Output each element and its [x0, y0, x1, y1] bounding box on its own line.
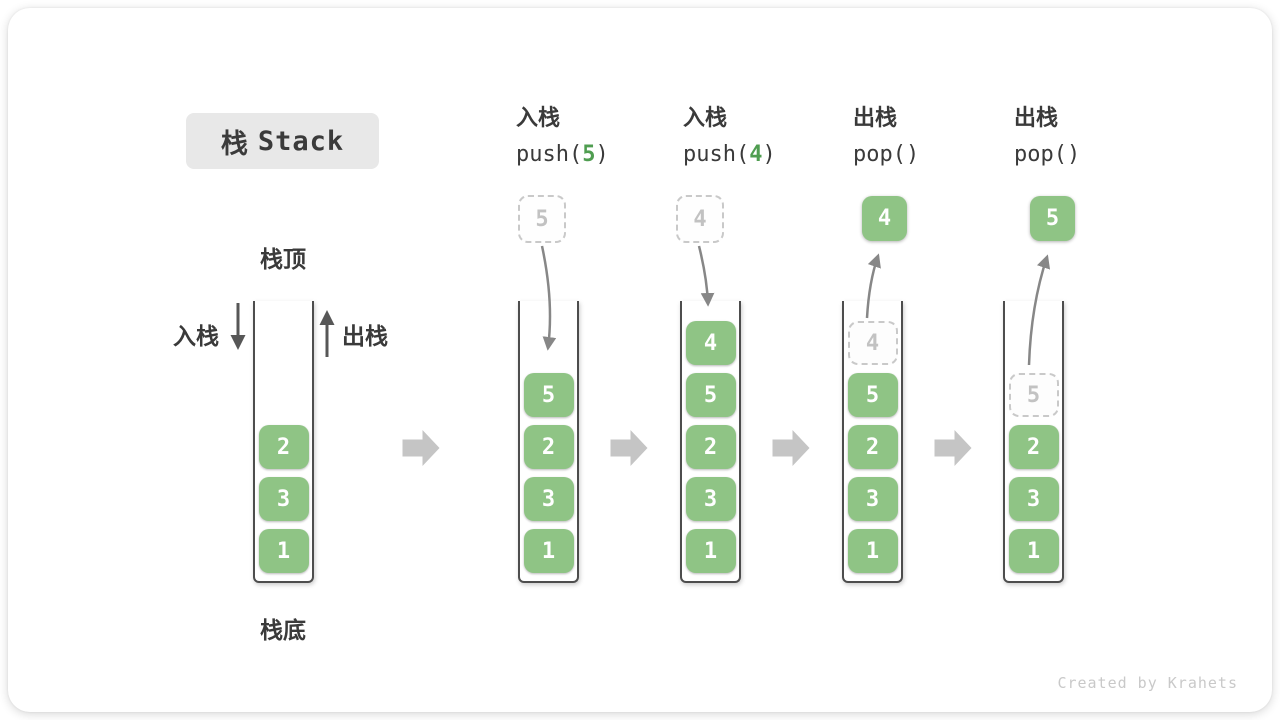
code-label: pop() [1014, 142, 1080, 168]
stack-cell: 2 [1008, 425, 1059, 469]
stack-state-initial: 2 3 1 [253, 301, 314, 583]
push-side-label: 入栈 [173, 323, 219, 349]
code-post: ) [762, 142, 776, 167]
stack-top-label: 栈顶 [260, 246, 306, 272]
column-header-pop-2: 出栈 pop() [1014, 105, 1080, 168]
stack-cell: 1 [258, 529, 309, 573]
stack-cell: 1 [1008, 529, 1059, 573]
stack-state-after-push-5: 5 2 3 1 [518, 301, 579, 583]
title-en: Stack [257, 125, 345, 157]
stack-state-pop-4: 4 5 2 3 1 [842, 301, 903, 583]
action-label: 出栈 [1014, 105, 1059, 130]
popped-value-box: 4 [862, 196, 907, 241]
stack-cell: 4 [685, 321, 736, 365]
action-label: 出栈 [853, 105, 898, 130]
pushed-value-ghost-box: 5 [518, 195, 566, 243]
stack-cell: 2 [847, 425, 898, 469]
code-post: ) [595, 142, 609, 167]
code-arg: 4 [749, 142, 763, 167]
column-header-push-4: 入栈 push(4) [683, 105, 776, 168]
watermark: Created by Krahets [1057, 674, 1238, 692]
code-pre: push( [683, 142, 750, 167]
column-header-push-5: 入栈 push(5) [516, 105, 609, 168]
stack-cell: 2 [523, 425, 574, 469]
title-zh: 栈 [220, 128, 248, 159]
code-pre: pop( [1014, 142, 1067, 167]
stack-cell: 3 [847, 477, 898, 521]
stack-cell: 2 [685, 425, 736, 469]
stack-cell: 1 [685, 529, 736, 573]
column-header-pop-1: 出栈 pop() [853, 105, 919, 168]
action-label: 入栈 [516, 105, 561, 130]
action-label: 入栈 [683, 105, 728, 130]
stack-cell: 2 [258, 425, 309, 469]
code-post: ) [1066, 142, 1081, 167]
code-pre: push( [516, 142, 583, 167]
code-label: push(4) [683, 142, 776, 168]
stack-state-after-push-4: 4 5 2 3 1 [680, 301, 741, 583]
stack-cell: 1 [847, 529, 898, 573]
stack-cell-ghost: 4 [847, 321, 898, 365]
popped-value-box: 5 [1030, 196, 1075, 241]
stack-state-pop-5: 5 2 3 1 [1003, 301, 1064, 583]
code-label: push(5) [516, 142, 609, 168]
stack-cell: 5 [847, 373, 898, 417]
stack-cell: 3 [258, 477, 309, 521]
stack-cell: 5 [685, 373, 736, 417]
pushed-value-ghost-box: 4 [676, 195, 724, 243]
stack-cell: 3 [1008, 477, 1059, 521]
code-pre: pop( [853, 142, 906, 167]
code-post: ) [905, 142, 920, 167]
code-arg: 5 [582, 142, 596, 167]
stack-cell: 1 [523, 529, 574, 573]
pop-side-label: 出栈 [342, 323, 388, 349]
stack-cell: 3 [523, 477, 574, 521]
stack-cell-ghost: 5 [1008, 373, 1059, 417]
stack-bottom-label: 栈底 [260, 617, 306, 643]
title-badge: 栈 Stack [186, 113, 379, 169]
stack-cell: 3 [685, 477, 736, 521]
stack-cell: 5 [523, 373, 574, 417]
code-label: pop() [853, 142, 919, 168]
